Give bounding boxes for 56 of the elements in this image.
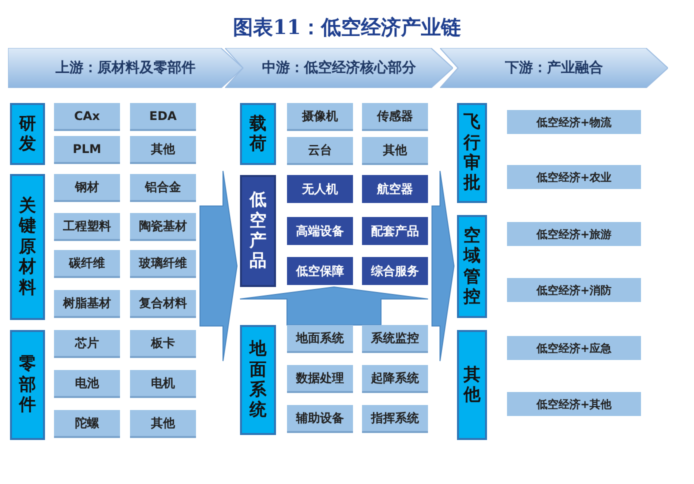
item-tile: 工程塑料 <box>54 213 120 241</box>
chevron-banner: 中游：低空经济核心部分 <box>225 48 453 88</box>
item-tile: 其他 <box>130 136 196 164</box>
item-tile: 碳纤维 <box>54 250 120 278</box>
item-tile: 陀螺 <box>54 410 120 438</box>
item-tile: 其他 <box>130 410 196 438</box>
category-label: 地面系统 <box>240 325 276 435</box>
item-tile: 辅助设备 <box>287 405 353 433</box>
industry-tile: 低空经济+应急 <box>507 336 641 360</box>
category-label: 零部件 <box>10 330 45 440</box>
item-tile: PLM <box>54 136 120 164</box>
item-tile: EDA <box>130 103 196 131</box>
industry-tile: 低空经济+物流 <box>507 110 641 134</box>
block-arrow <box>240 286 428 326</box>
item-tile: 树脂基材 <box>54 290 120 318</box>
block-arrow <box>200 170 238 362</box>
item-tile: 陶瓷基材 <box>130 213 196 241</box>
item-tile: 芯片 <box>54 330 120 358</box>
item-tile: 铝合金 <box>130 174 196 202</box>
item-tile: 指挥系统 <box>362 405 428 433</box>
item-tile: 玻璃纤维 <box>130 250 196 278</box>
product-tile: 低空保障 <box>287 257 353 285</box>
category-label: 载荷 <box>240 103 276 165</box>
category-label: 低空产品 <box>240 175 276 287</box>
item-tile: 复合材料 <box>130 290 196 318</box>
block-arrow <box>432 170 454 362</box>
category-label: 飞行审批 <box>457 103 487 203</box>
product-tile: 无人机 <box>287 175 353 203</box>
category-label: 研发 <box>10 103 45 165</box>
item-tile: 摄像机 <box>287 103 353 131</box>
product-tile: 航空器 <box>362 175 428 203</box>
item-tile: CAx <box>54 103 120 131</box>
item-tile: 云台 <box>287 137 353 165</box>
product-tile: 高端设备 <box>287 217 353 245</box>
category-label: 其他 <box>457 330 487 440</box>
chevron-banner: 上游：原材料及零部件 <box>8 48 243 88</box>
item-tile: 其他 <box>362 137 428 165</box>
item-tile: 系统监控 <box>362 325 428 353</box>
industry-tile: 低空经济+农业 <box>507 165 641 189</box>
chevron-banner: 下游：产业融合 <box>440 48 668 88</box>
item-tile: 地面系统 <box>287 325 353 353</box>
item-tile: 数据处理 <box>287 365 353 393</box>
item-tile: 板卡 <box>130 330 196 358</box>
industry-tile: 低空经济+消防 <box>507 278 641 302</box>
category-label: 空域管控 <box>457 215 487 318</box>
item-tile: 电池 <box>54 370 120 398</box>
item-tile: 电机 <box>130 370 196 398</box>
category-label: 关键原材料 <box>10 174 45 320</box>
product-tile: 综合服务 <box>362 257 428 285</box>
item-tile: 传感器 <box>362 103 428 131</box>
product-tile: 配套产品 <box>362 217 428 245</box>
item-tile: 钢材 <box>54 174 120 202</box>
industry-tile: 低空经济+其他 <box>507 392 641 416</box>
industry-tile: 低空经济+旅游 <box>507 222 641 246</box>
item-tile: 起降系统 <box>362 365 428 393</box>
diagram-title: 图表11：低空经济产业链 <box>232 14 462 41</box>
